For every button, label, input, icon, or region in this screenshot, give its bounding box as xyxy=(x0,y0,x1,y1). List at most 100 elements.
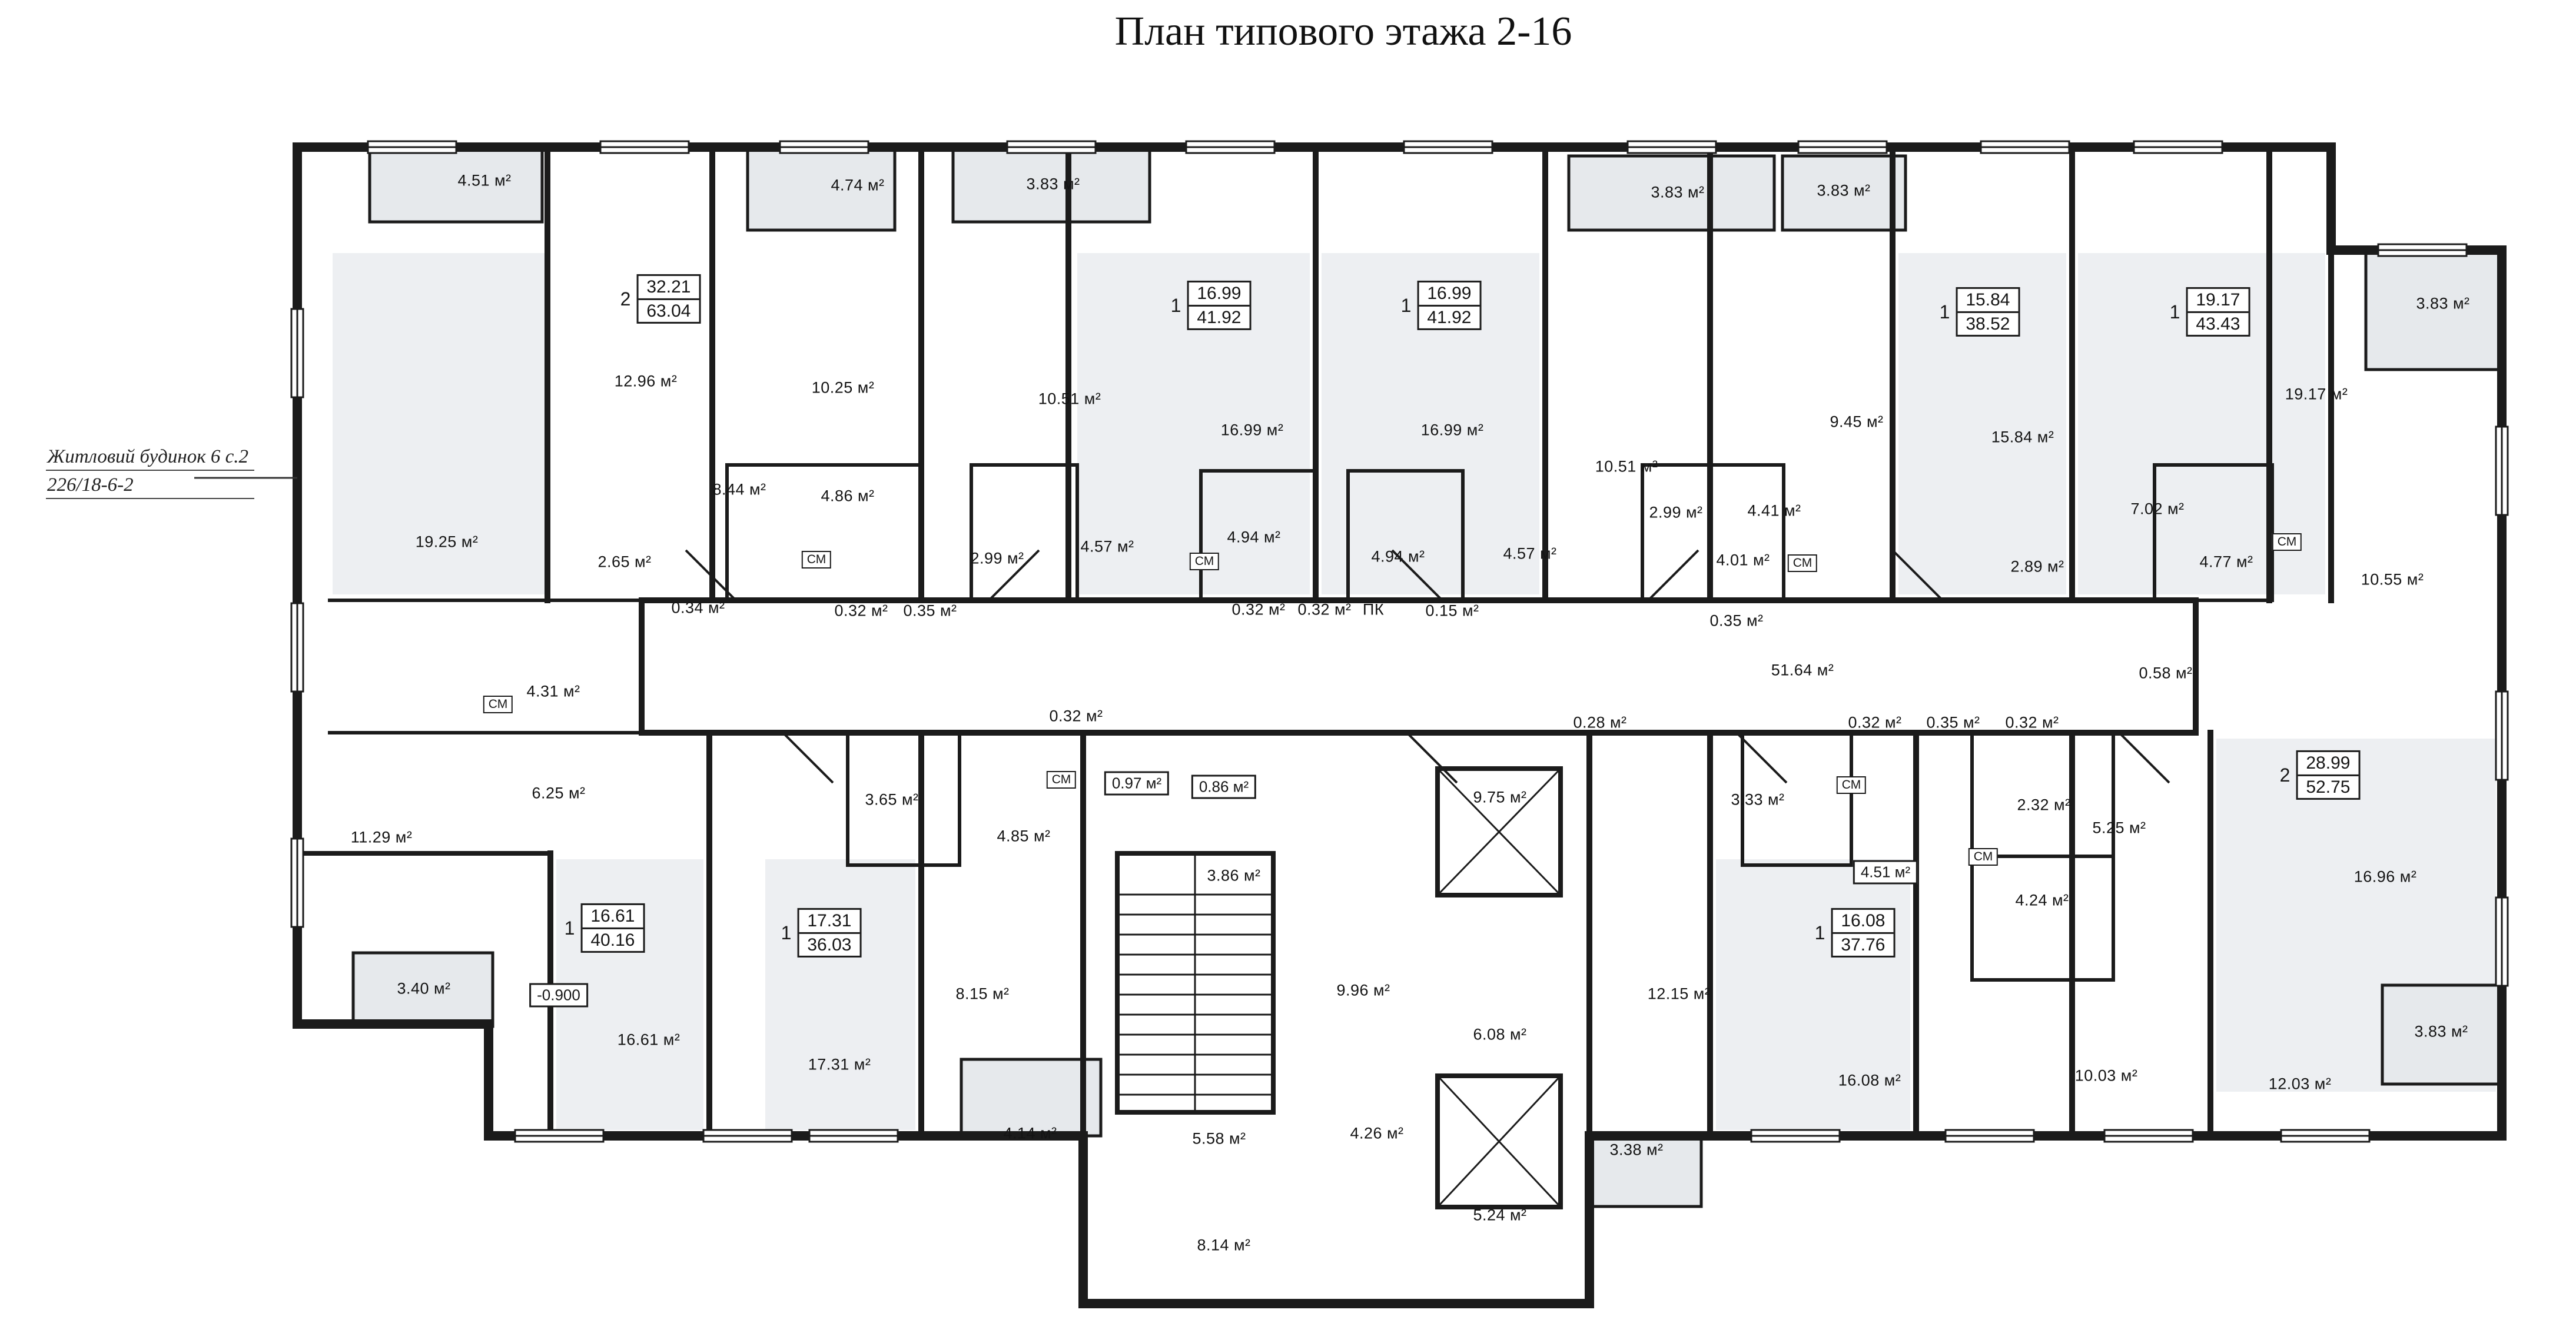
apartment-total-area: 43.43 xyxy=(2187,311,2249,335)
washing-machine-label: СМ xyxy=(1968,848,1999,866)
room-area-label: 0.35 м² xyxy=(1926,713,1980,732)
apartment-total-area: 41.92 xyxy=(1419,304,1480,329)
room-area-label: 11.29 м² xyxy=(350,828,413,846)
room-area-label: 12.96 м² xyxy=(614,372,678,390)
windows xyxy=(290,140,2509,1143)
room-area-label: 0.32 м² xyxy=(1848,713,1902,732)
room-area-label: 3.86 м² xyxy=(1207,866,1261,885)
room-area-label: ПК xyxy=(1362,600,1385,619)
room-area-label: 3.83 м² xyxy=(1651,183,1705,201)
apartment-living-area: 17.31 xyxy=(807,910,852,930)
room-area-label: 4.85 м² xyxy=(997,827,1051,845)
apartment-living-area: 28.99 xyxy=(2306,753,2351,773)
room-area-label: 2.99 м² xyxy=(1649,503,1703,521)
room-area-label: 4.57 м² xyxy=(1080,537,1134,556)
boxed-area-label: 4.51 м² xyxy=(1853,860,1918,885)
room-area-label: 0.35 м² xyxy=(903,601,957,620)
room-area-label: 9.75 м² xyxy=(1473,788,1527,806)
boxed-area-label: 0.97 м² xyxy=(1104,771,1170,796)
apartment-rooms-count: 2 xyxy=(620,288,631,310)
room-area-label: 10.25 м² xyxy=(811,378,875,397)
apartment-rooms-count: 1 xyxy=(781,922,792,943)
room-area-label: 0.32 м² xyxy=(2005,713,2059,732)
room-area-label: 5.58 м² xyxy=(1192,1129,1246,1148)
room-area-label: 4.77 м² xyxy=(2199,553,2253,571)
apartment-living-area: 16.99 xyxy=(1427,283,1472,303)
room-area-label: 51.64 м² xyxy=(1771,661,1834,679)
room-area-label: 0.34 м² xyxy=(671,599,725,617)
room-area-label: 4.94 м² xyxy=(1227,528,1281,546)
room-area-label: 10.55 м² xyxy=(2361,570,2424,589)
room-area-label: 10.51 м² xyxy=(1038,390,1101,408)
room-area-label: 8.44 м² xyxy=(712,480,766,498)
room-area-label: 3.65 м² xyxy=(865,790,919,809)
room-area-label: 16.96 м² xyxy=(2353,867,2417,886)
room-area-label: 15.84 м² xyxy=(1991,428,2054,446)
apartment-rooms-count: 1 xyxy=(1170,294,1181,316)
room-area-label: 16.08 м² xyxy=(1838,1071,1901,1089)
room-area-label: 2.89 м² xyxy=(2010,557,2064,576)
room-area-label: 3.83 м² xyxy=(2414,1022,2468,1041)
room-area-label: 3.83 м² xyxy=(1026,175,1080,193)
boxed-area-label: 0.86 м² xyxy=(1191,774,1257,799)
apartment-rooms-count: 1 xyxy=(1814,922,1825,943)
room-area-label: 10.03 м² xyxy=(2074,1066,2138,1085)
room-area-label: 10.51 м² xyxy=(1595,457,1658,476)
room-area-label: 0.32 м² xyxy=(1049,707,1103,725)
room-area-label: 4.51 м² xyxy=(457,171,512,190)
room-area-label: 3.40 м² xyxy=(397,979,451,998)
room-area-label: 4.74 м² xyxy=(831,176,885,194)
apartment-total-area: 40.16 xyxy=(582,927,643,952)
room-area-label: 8.14 м² xyxy=(1197,1236,1251,1254)
room-area-label: 7.02 м² xyxy=(2130,500,2185,518)
boxed-area-label: -0.900 xyxy=(529,983,588,1008)
room-area-label: 16.99 м² xyxy=(1420,421,1484,439)
apartment-rooms-count: 1 xyxy=(564,917,575,939)
room-area-label: 2.32 м² xyxy=(2017,796,2071,814)
apartment-total-area: 38.52 xyxy=(1957,311,2019,335)
apartment-living-area: 15.84 xyxy=(1966,290,2010,310)
washing-machine-label: СМ xyxy=(1189,553,1220,570)
apartment-total-area: 36.03 xyxy=(799,932,860,956)
room-area-label: 2.99 м² xyxy=(970,549,1024,567)
room-area-label: 16.99 м² xyxy=(1220,421,1284,439)
room-area-label: 4.24 м² xyxy=(2015,891,2069,909)
room-area-label: 3.33 м² xyxy=(1731,790,1785,809)
room-area-label: 4.86 м² xyxy=(821,487,875,505)
room-area-label: 16.61 м² xyxy=(617,1031,680,1049)
lower-partition-walls xyxy=(295,599,2213,1139)
apartment-living-area: 16.61 xyxy=(590,906,635,926)
apartment-rooms-count: 2 xyxy=(2279,764,2290,786)
room-area-label: 9.96 м² xyxy=(1336,981,1390,999)
apartment-living-area: 19.17 xyxy=(2196,290,2240,310)
apartment-rooms-count: 1 xyxy=(2169,301,2180,323)
room-area-label: 0.35 м² xyxy=(1709,611,1764,630)
room-area-label: 0.15 м² xyxy=(1425,601,1479,620)
apartment-living-area: 16.99 xyxy=(1197,283,1241,303)
apartment-rooms-count: 1 xyxy=(1939,301,1950,323)
room-area-label: 0.32 м² xyxy=(1297,600,1352,619)
room-area-label: 12.03 м² xyxy=(2268,1075,2332,1093)
room-area-label: 0.58 м² xyxy=(2139,664,2193,682)
washing-machine-label: СМ xyxy=(1836,776,1867,794)
room-area-label: 4.26 м² xyxy=(1350,1124,1404,1142)
room-area-label: 3.38 м² xyxy=(1609,1141,1664,1159)
washing-machine-label: СМ xyxy=(1046,771,1077,789)
room-area-label: 4.31 м² xyxy=(526,682,580,700)
project-note: Житловий будинок 6 с.2 226/18-6-2 xyxy=(46,446,255,499)
